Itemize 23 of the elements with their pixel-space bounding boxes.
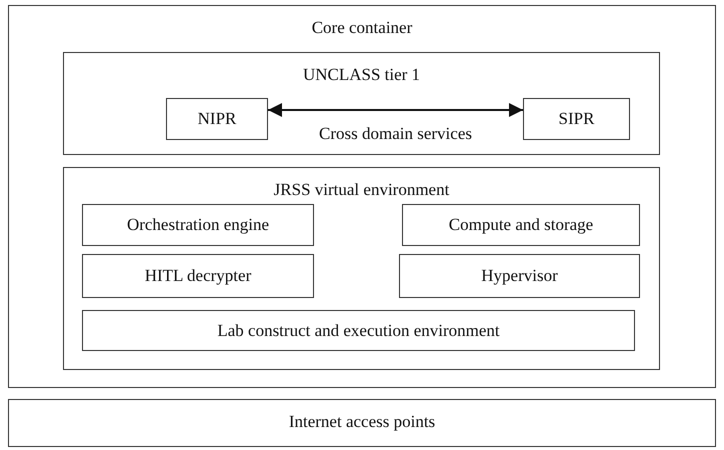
- box-label: NIPR: [198, 109, 236, 129]
- group-box: [63, 167, 660, 370]
- group-box: [8, 399, 716, 447]
- process-box: [399, 254, 640, 298]
- process-box: [523, 98, 630, 140]
- group-title: Internet access points: [288, 412, 436, 432]
- box-label: SIPR: [558, 109, 594, 129]
- process-box: [82, 204, 314, 246]
- process-box: [166, 98, 268, 140]
- group-title: Core container: [312, 18, 412, 38]
- box-label: Lab construct and execution environment: [217, 320, 500, 340]
- process-box: [82, 254, 314, 298]
- group-title: UNCLASS tier 1: [302, 65, 420, 85]
- process-box: [402, 204, 640, 246]
- group-title: JRSS virtual environment: [274, 180, 450, 200]
- box-label: Orchestration engine: [126, 215, 270, 235]
- double-arrow: [268, 103, 523, 117]
- box-label: Hypervisor: [481, 266, 558, 286]
- box-label: Compute and storage: [448, 215, 594, 235]
- group-box: [63, 52, 660, 155]
- group-box: [8, 5, 716, 388]
- box-label: HITL decrypter: [144, 266, 252, 286]
- process-box: [82, 310, 635, 351]
